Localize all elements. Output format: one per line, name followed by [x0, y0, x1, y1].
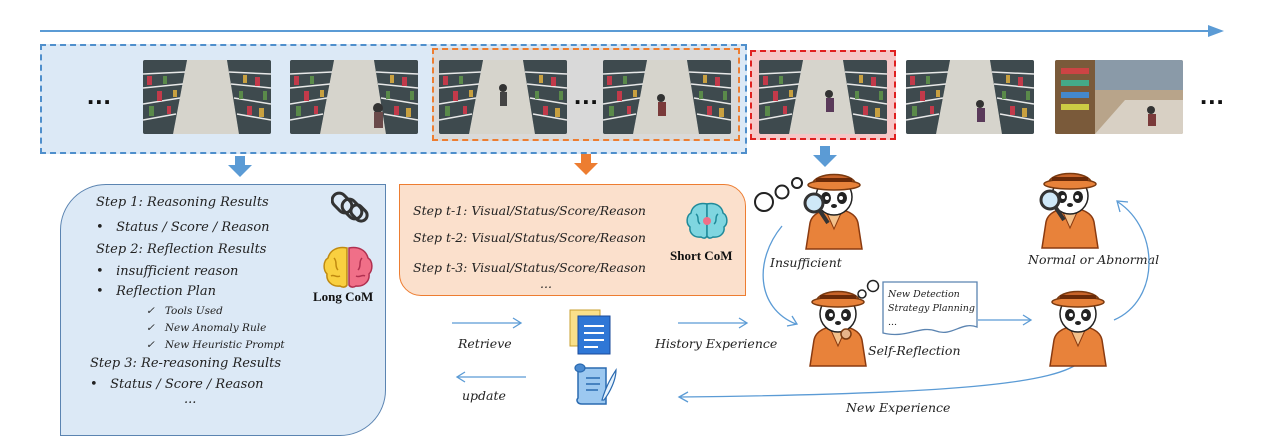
long-check2-text: New Anomaly Rule	[164, 322, 267, 334]
short-ellipsis: ...	[540, 276, 552, 291]
video-frame-current	[759, 60, 887, 134]
brain-icon-short	[686, 202, 728, 239]
documents-icon	[569, 309, 611, 355]
long-com-label: Long CoM	[313, 289, 374, 304]
agent-loop-arrows	[762, 200, 1150, 327]
history-arrow	[678, 317, 749, 329]
reflection-note-box	[882, 281, 978, 336]
panda-detective-icon-middle	[809, 290, 867, 367]
new-experience-label: New Experience	[846, 400, 951, 415]
long-check2: ✓ New Anomaly Rule	[146, 322, 267, 334]
timeline-arrow	[40, 25, 1224, 37]
panda-detective-icon-top	[803, 173, 863, 250]
short-com-panel	[399, 184, 746, 296]
down-arrow-current	[813, 146, 837, 167]
long-step1-bullet: • Status / Score / Reason	[96, 220, 270, 235]
short-line3: Step t-3: Visual/Status/Score/Reason	[413, 260, 646, 275]
normal-abnormal-label: Normal or Abnormal	[1028, 252, 1160, 267]
down-arrow-long	[228, 156, 252, 177]
long-step3-bullet: • Status / Score / Reason	[90, 377, 264, 392]
video-frame-6	[906, 60, 1034, 134]
frames-ellipsis-mid: ...	[574, 80, 599, 110]
panda-detective-icon-top-right	[1039, 172, 1099, 249]
insufficient-label: Insufficient	[770, 255, 842, 270]
long-check3-text: New Heuristic Prompt	[164, 339, 285, 351]
frames-ellipsis-right: ...	[1200, 80, 1225, 110]
short-line2: Step t-2: Visual/Status/Score/Reason	[413, 230, 646, 245]
long-check1-text: Tools Used	[164, 305, 223, 317]
note-line3: ...	[888, 317, 898, 328]
reflection-bubbles	[857, 279, 880, 299]
update-label: update	[462, 388, 506, 403]
video-frame-7	[1055, 60, 1183, 134]
retrieve-arrow	[452, 317, 523, 329]
update-arrow	[455, 371, 526, 383]
note-line2: Strategy Planning	[888, 303, 976, 314]
long-step2-bullet2-text: Reflection Plan	[116, 284, 216, 299]
history-label: History Experience	[655, 336, 778, 351]
thought-bubbles	[754, 177, 803, 212]
new-experience-arrow	[677, 359, 1083, 403]
frames-ellipsis-left: ...	[87, 80, 112, 110]
long-step3-title: Step 3: Re-reasoning Results	[90, 356, 282, 371]
video-frame-2	[290, 60, 418, 134]
video-frame-3	[439, 60, 567, 134]
video-frame-1	[143, 60, 271, 134]
long-check3: ✓ New Heuristic Prompt	[146, 339, 285, 351]
video-frame-4	[603, 60, 731, 134]
long-step2-bullet2: • Reflection Plan	[96, 284, 216, 299]
long-step2-title: Step 2: Reflection Results	[96, 242, 267, 257]
long-step2-bullet1-text: insufficient reason	[116, 264, 239, 279]
short-line1: Step t-1: Visual/Status/Score/Reason	[413, 203, 646, 218]
retrieve-label: Retrieve	[458, 336, 512, 351]
long-step3-bullet-text: Status / Score / Reason	[110, 377, 264, 392]
chain-link-icon	[331, 191, 369, 223]
long-step1-title: Step 1: Reasoning Results	[96, 195, 269, 210]
self-reflection-label: Self-Reflection	[868, 343, 961, 358]
long-step2-bullet1: • insufficient reason	[96, 264, 239, 279]
brain-icon-long	[323, 246, 373, 288]
long-check1: ✓ Tools Used	[146, 305, 223, 317]
long-step1-bullet-text: Status / Score / Reason	[116, 220, 270, 235]
long-com-panel	[60, 184, 386, 436]
scroll-quill-icon	[574, 363, 617, 405]
long-ellipsis: ...	[184, 392, 197, 407]
reflection-to-decision-arrow	[978, 314, 1033, 326]
note-line1: New Detection	[888, 289, 960, 300]
short-com-label: Short CoM	[670, 248, 733, 263]
down-arrow-short	[574, 154, 598, 175]
